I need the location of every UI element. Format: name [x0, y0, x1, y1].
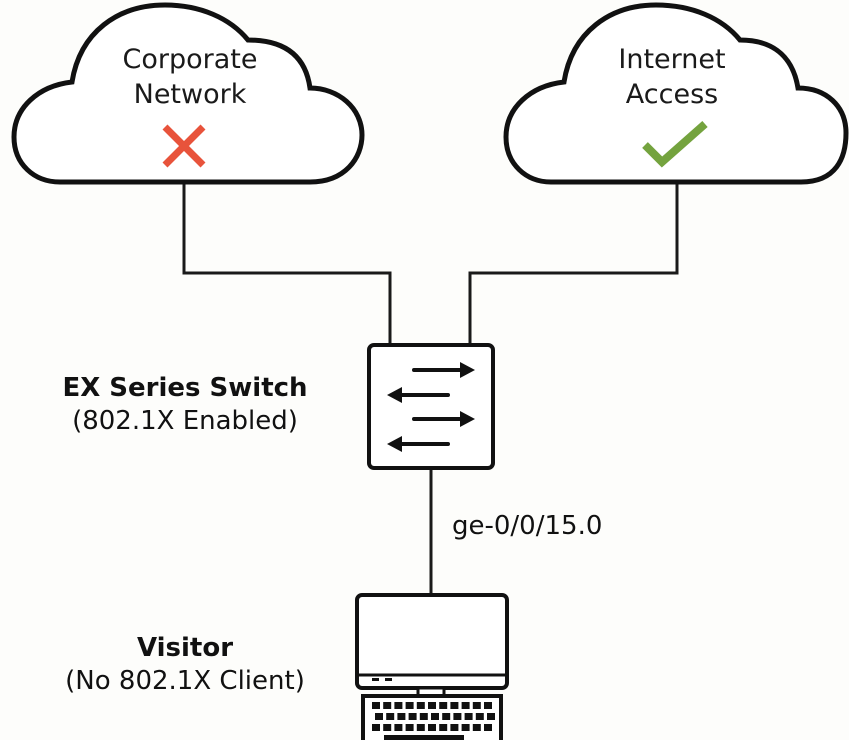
- corporate-cloud-icon: [11, 2, 365, 185]
- keyboard-key: [386, 713, 395, 720]
- keyboard-key: [419, 713, 428, 720]
- keyboard-key: [450, 724, 459, 731]
- connection-lines: [182, 184, 679, 596]
- keyboard-key: [428, 724, 436, 731]
- keyboard-key: [383, 702, 392, 709]
- cross-icon: [162, 124, 206, 168]
- keyboard-key: [464, 713, 473, 720]
- internet-line1: Internet: [618, 44, 726, 75]
- keyboard-key: [484, 702, 492, 709]
- keyboard-key: [439, 702, 448, 709]
- keyboard-key: [405, 702, 414, 709]
- keyboard-key: [484, 724, 492, 731]
- visitor-title: Visitor: [136, 633, 234, 663]
- keyboard-spacebar: [384, 735, 464, 740]
- internet-to-switch-line: [468, 184, 679, 346]
- corporate-to-switch-line: [182, 184, 392, 346]
- keyboard-key: [442, 713, 451, 720]
- port-label: ge-0/0/15.0: [452, 511, 603, 541]
- visitor-subtitle: (No 802.1X Client): [65, 666, 305, 697]
- keyboard-key: [405, 724, 414, 731]
- keyboard-key: [472, 724, 481, 731]
- keyboard-key: [372, 702, 380, 709]
- keyboard-key: [472, 702, 481, 709]
- keyboard-key: [394, 724, 403, 731]
- visitor-label: Visitor (No 802.1X Client): [30, 632, 340, 699]
- keyboard-key: [416, 702, 425, 709]
- checkmark-icon: [642, 121, 708, 168]
- keyboard-key: [428, 702, 436, 709]
- keyboard-key: [372, 724, 380, 731]
- keyboard-key: [375, 713, 383, 720]
- keyboard-key: [383, 724, 392, 731]
- keyboard-key: [461, 724, 470, 731]
- internet-line2: Access: [625, 78, 719, 110]
- internet-cloud-label: Internet Access: [562, 43, 782, 112]
- switch-subtitle: (802.1X Enabled): [72, 406, 298, 437]
- internet-cloud-icon: [503, 2, 849, 185]
- keyboard-key: [431, 713, 439, 720]
- keyboard-key: [408, 713, 417, 720]
- keyboard-key: [453, 713, 462, 720]
- keyboard-key: [394, 702, 403, 709]
- desktop-computer-icon: [355, 593, 509, 740]
- corporate-line1: Corporate: [122, 44, 258, 75]
- switch-icon: [367, 343, 495, 470]
- switch-label: EX Series Switch (802.1X Enabled): [40, 372, 330, 439]
- corporate-line2: Network: [133, 78, 247, 110]
- keyboard-key: [416, 724, 425, 731]
- keyboard-key: [397, 713, 406, 720]
- keyboard-key: [461, 702, 470, 709]
- keyboard-key: [450, 702, 459, 709]
- keyboard-key: [487, 713, 495, 720]
- corporate-cloud-label: Corporate Network: [80, 43, 300, 112]
- switch-title: EX Series Switch: [62, 373, 308, 403]
- keyboard-key: [439, 724, 448, 731]
- keyboard-key: [475, 713, 484, 720]
